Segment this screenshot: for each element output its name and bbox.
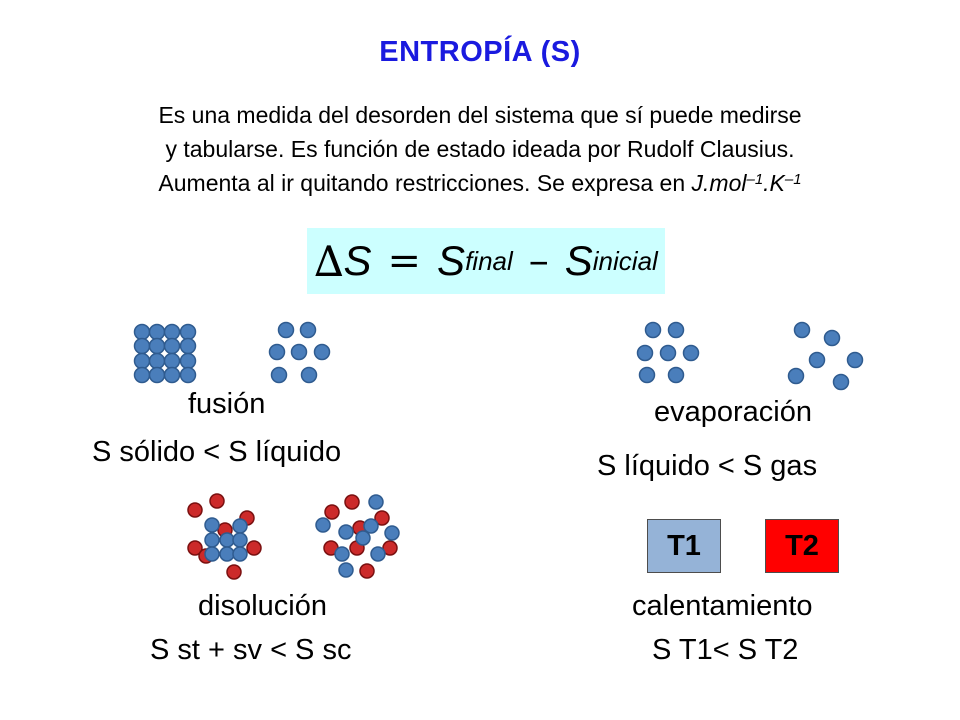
solution-mixed-illustration <box>315 494 400 579</box>
page-title: ENTROPÍA (S) <box>379 36 581 68</box>
unit-j-mol: J.mol <box>691 170 747 196</box>
gas-particles-illustration <box>787 321 864 391</box>
formula-minus: – <box>528 238 549 284</box>
unit-exp-k: –1 <box>784 171 802 188</box>
fusion-relation: S sólido < S líquido <box>92 436 342 468</box>
unit-exp-mol: –1 <box>746 171 764 188</box>
formula-s-initial: S <box>564 237 593 284</box>
intro-line-3-text: Aumenta al ir quitando restricciones. Se… <box>158 170 692 196</box>
unit-k: .K <box>763 170 785 196</box>
solid-particles-illustration <box>133 323 197 384</box>
temperature-t1-box: T1 <box>647 519 721 573</box>
dissolution-label: disolución <box>198 590 327 622</box>
liquid-particles-illustration <box>268 321 331 384</box>
dissolution-relation: S st + sv < S sc <box>150 634 352 666</box>
heating-relation: S T1< S T2 <box>652 634 799 666</box>
formula-delta: ∆ <box>314 236 344 286</box>
formula-equals: = <box>387 238 422 284</box>
intro-text: Es una medida del desorden del sistema q… <box>20 98 940 200</box>
solute-solvent-separate-illustration <box>187 493 262 580</box>
intro-line-1: Es una medida del desorden del sistema q… <box>158 102 802 128</box>
intro-line-3: Aumenta al ir quitando restricciones. Se… <box>20 166 940 200</box>
evaporation-label: evaporación <box>654 396 812 428</box>
liquid-particles-illustration-2 <box>636 321 700 384</box>
fusion-label: fusión <box>188 388 266 420</box>
formula-s: S <box>343 237 372 284</box>
heating-label: calentamiento <box>632 590 813 622</box>
evaporation-relation: S líquido < S gas <box>597 450 818 482</box>
formula-s-final: S <box>437 237 466 284</box>
intro-line-2: y tabularse. Es función de estado ideada… <box>165 136 795 162</box>
temperature-t2-box: T2 <box>765 519 839 573</box>
